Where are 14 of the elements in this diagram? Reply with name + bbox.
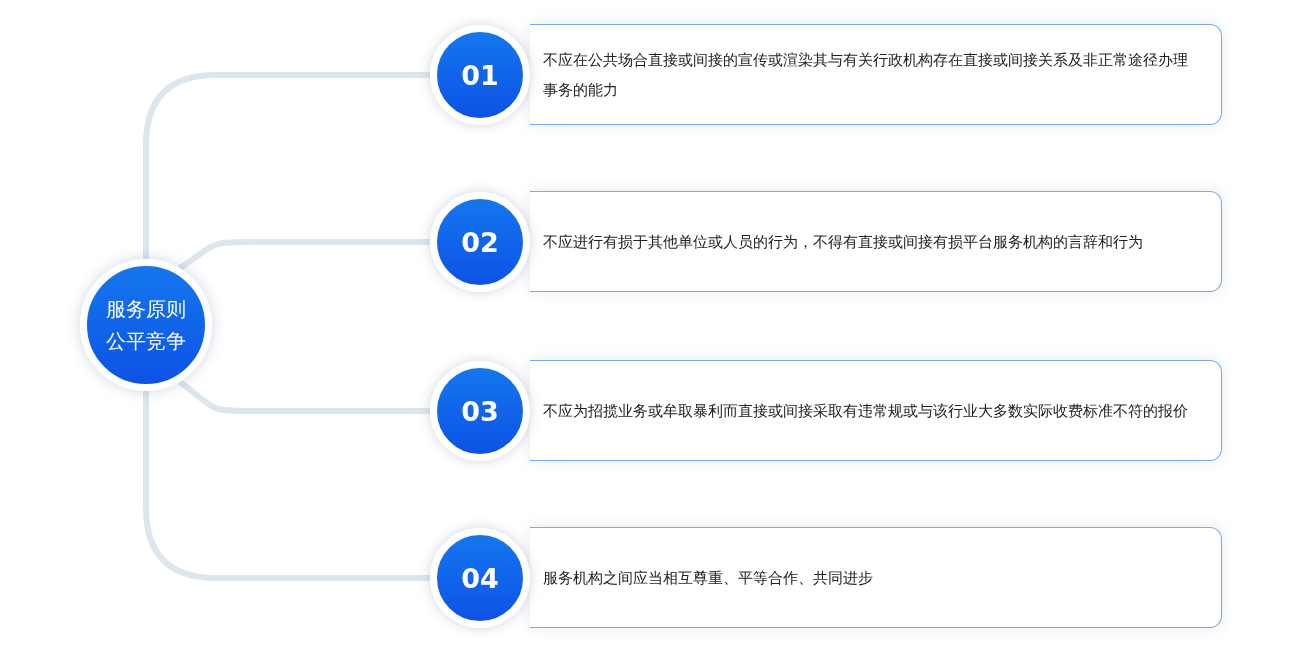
text-card <box>530 360 1222 461</box>
text-card <box>530 527 1222 628</box>
topic-text: 公平竞争 <box>106 328 186 355</box>
description-text: 服务机构之间应当相互尊重、平等合作、共同进步 <box>543 567 873 589</box>
step-number: 01 <box>461 59 499 91</box>
description-text: 不应为招揽业务或牟取暴利而直接或间接采取有违常规或与该行业大多数实际收费标准不符的报价 <box>543 400 1188 422</box>
text-card <box>530 24 1222 125</box>
step-number: 04 <box>461 562 499 594</box>
step-number: 02 <box>461 226 499 258</box>
description-text: 不应在公共场合直接或间接的宣传或渲染其与有关行政机构存在直接或间接关系及非正常途径办理事务的能力 <box>543 49 1189 101</box>
step-number: 03 <box>461 395 499 427</box>
text-card <box>530 191 1222 292</box>
topic-text: 服务原则 <box>106 296 186 323</box>
description-text: 不应进行有损于其他单位或人员的行为，不得有直接或间接有损平台服务机构的言辞和行为 <box>543 231 1143 253</box>
